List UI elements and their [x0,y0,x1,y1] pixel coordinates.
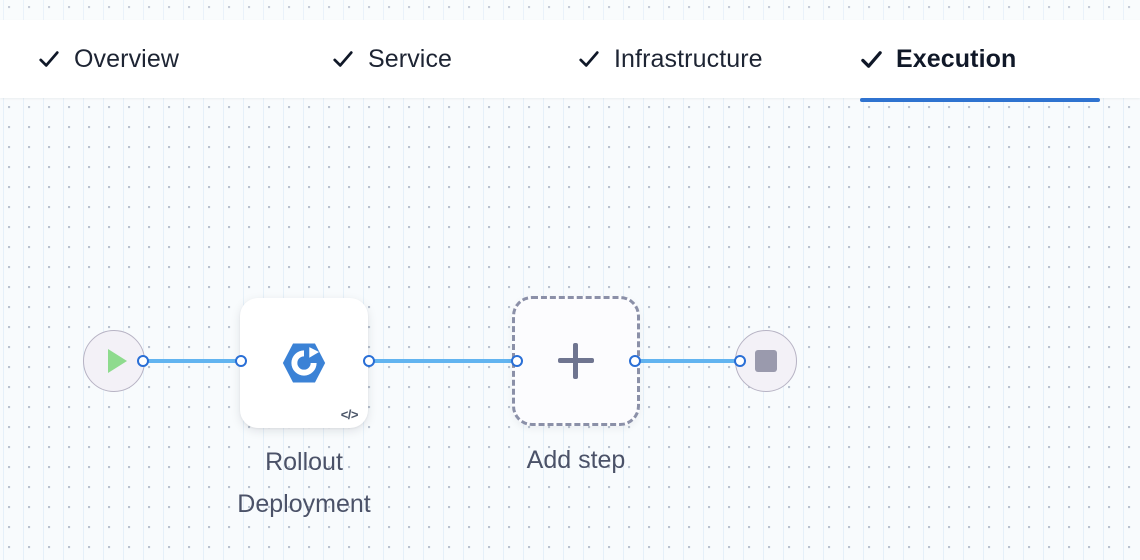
check-icon [578,48,600,70]
plus-icon [558,343,594,379]
wizard-tabs: Overview Service Infrastructur [0,20,1140,102]
tab-service[interactable]: Service [332,20,492,98]
execution-flow-graph: </> Rollout Deployment Add step [0,98,1140,560]
tab-execution-underline [860,98,1100,102]
handle-start-source[interactable] [137,355,149,367]
handle-rollout-target[interactable] [235,355,247,367]
rollout-deployment-icon [240,298,368,428]
play-icon [107,349,127,373]
check-icon [860,48,882,70]
tab-infrastructure-label: Infrastructure [614,44,763,73]
node-add-step[interactable] [512,296,640,426]
tab-execution-label: Execution [896,44,1017,73]
handle-rollout-source[interactable] [363,355,375,367]
tab-overview[interactable]: Overview [38,20,246,98]
stop-icon [755,350,777,372]
tab-overview-label: Overview [74,44,179,73]
check-icon [332,48,354,70]
node-rollout-deployment-label: Rollout Deployment [237,448,371,518]
handle-add-source[interactable] [629,355,641,367]
node-add-step-label: Add step [526,446,626,474]
tab-service-label: Service [368,44,453,73]
node-rollout-deployment[interactable]: </> [240,298,368,428]
wizard-tab-bar: Overview Service Infrastructur [0,20,1140,102]
node-start[interactable] [83,330,145,392]
check-icon [38,48,60,70]
tab-infrastructure[interactable]: Infrastructure [578,20,818,98]
code-icon[interactable]: </> [340,407,359,422]
tab-execution[interactable]: Execution [860,20,1100,102]
handle-add-target[interactable] [511,355,523,367]
handle-end-target[interactable] [734,355,746,367]
